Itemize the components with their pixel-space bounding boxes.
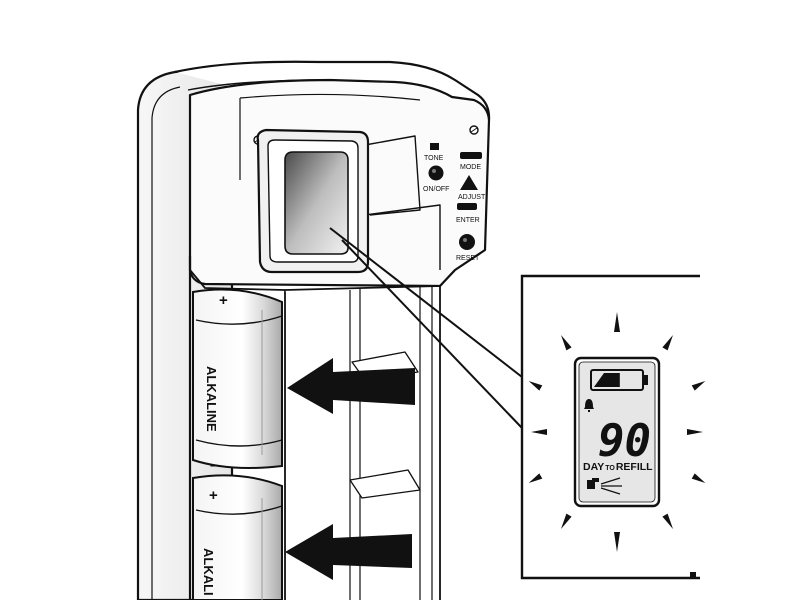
- spray-icon: [587, 477, 622, 495]
- battery-top: + ALKALINE –: [192, 288, 283, 474]
- tone-button[interactable]: TONE: [424, 143, 444, 162]
- battery-top-label: ALKALINE: [204, 366, 219, 432]
- battery-bottom: + ALKALI: [192, 474, 283, 600]
- callout-box: 90 DAYTOREFILL: [520, 274, 706, 580]
- arrow-top-icon: [287, 358, 415, 414]
- battery-bottom-plus: +: [209, 487, 218, 504]
- dispenser-housing: [136, 60, 491, 600]
- flash-ray-6: [614, 532, 620, 552]
- refill-label: DAYTOREFILL: [583, 461, 653, 473]
- battery-top-plus: +: [219, 292, 228, 309]
- flash-ray-7: [561, 513, 572, 529]
- bell-icon: [584, 399, 594, 412]
- tone-label: TONE: [424, 155, 444, 162]
- flash-ray-10: [528, 381, 543, 391]
- flash-rays: [528, 312, 706, 552]
- flash-ray-9: [531, 429, 547, 435]
- days-remaining: 90: [598, 416, 651, 467]
- reset-button[interactable]: RESET: [456, 234, 480, 262]
- control-panel: TONE MODE ON/OFF ADJUST ENTER RESET: [423, 143, 486, 262]
- flash-ray-0: [614, 312, 620, 332]
- flash-ray-8: [528, 473, 543, 483]
- mode-label: MODE: [460, 164, 481, 171]
- insert-arrows: [285, 358, 415, 580]
- flash-ray-5: [662, 513, 673, 529]
- flash-ray-11: [561, 335, 572, 351]
- onoff-label: ON/OFF: [423, 186, 449, 193]
- arrow-bottom-icon: [285, 524, 412, 580]
- flash-ray-2: [691, 381, 706, 391]
- flash-ray-4: [691, 473, 706, 483]
- adjust-label: ADJUST: [458, 194, 486, 201]
- enter-label: ENTER: [456, 217, 480, 224]
- adjust-button[interactable]: ADJUST: [458, 175, 486, 201]
- battery-top-minus: –: [210, 457, 218, 474]
- flash-ray-1: [662, 335, 673, 351]
- battery-compartment: + ALKALINE – + ALKALI: [192, 288, 283, 600]
- mode-button[interactable]: MODE: [460, 152, 482, 171]
- onoff-button[interactable]: ON/OFF: [423, 165, 449, 194]
- reset-label: RESET: [456, 255, 480, 262]
- battery-level-icon: [590, 369, 648, 391]
- lcd-display: 90 DAYTOREFILL: [573, 356, 661, 508]
- callout-pointer: [329, 227, 523, 429]
- enter-button[interactable]: ENTER: [456, 203, 480, 224]
- battery-bottom-label: ALKALI: [201, 548, 216, 596]
- flash-ray-3: [687, 429, 703, 435]
